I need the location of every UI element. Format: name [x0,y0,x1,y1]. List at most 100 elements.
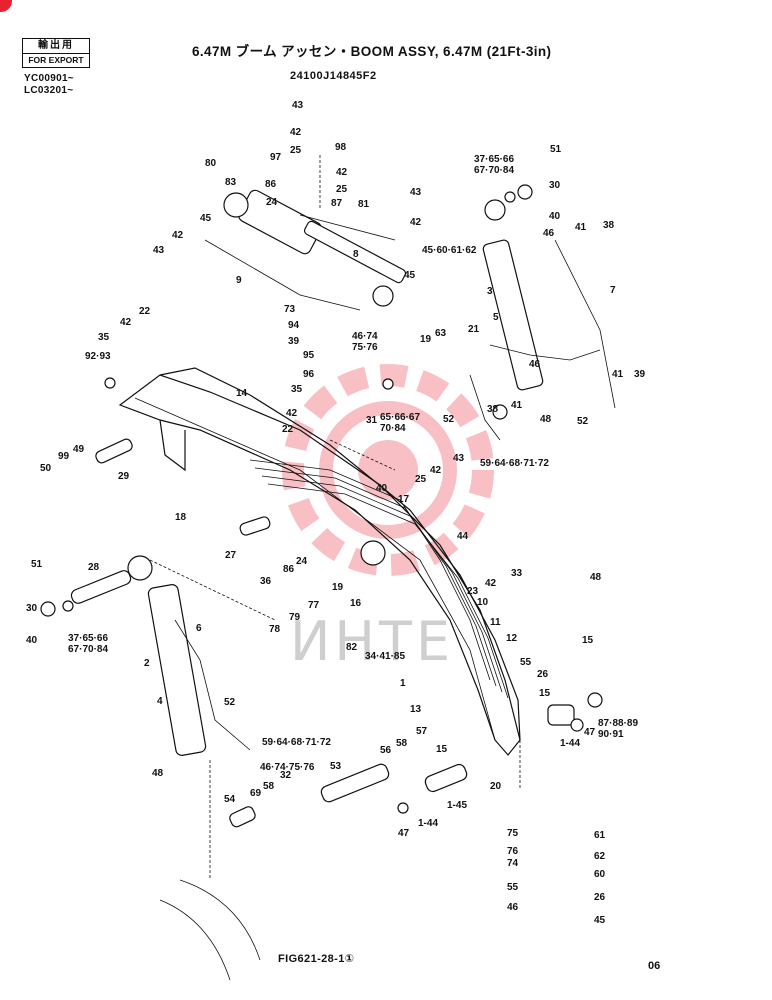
callout-label: 16 [350,598,362,609]
callout-label: 47 [584,727,596,738]
boom-cylinder-upper [204,189,407,311]
callout-label: 25 [290,145,302,156]
callout-label: 19 [332,582,344,593]
callout-label: 81 [358,199,370,210]
callout-label: 35 [291,384,303,395]
callout-label: 33 [511,568,523,579]
callout-label: 63 [435,328,447,339]
page-title: 6.47M ブーム アッセン・BOOM ASSY, 6.47M (21Ft-3i… [192,44,552,59]
pins [40,184,603,828]
callout-label: 30 [549,180,561,191]
callout-label: 70·84 [380,423,406,434]
callout-label: 5 [493,312,499,323]
callout-label: 51 [31,559,43,570]
callout-label: 35 [98,332,110,343]
callout-label: 77 [308,600,320,611]
callout-label: 62 [594,851,606,862]
assembly-part-number: 24100J14845F2 [290,70,377,82]
callout-label: 21 [468,324,480,335]
export-label-jp: 輸出用 [23,39,89,54]
callout-label: 32 [280,770,292,781]
callout-label: 4 [157,696,163,707]
callout-label: 10 [477,597,489,608]
callout-label: 1-45 [447,800,467,811]
figure-number: FIG621-28-1① [278,953,355,965]
callout-label: 41 [612,369,624,380]
arm-cylinder-right [469,199,616,441]
callout-label: 40 [549,211,561,222]
callout-label: 53 [330,761,342,772]
callout-label: 43 [153,245,165,256]
callout-label: 98 [335,142,347,153]
callout-label: 48 [152,768,164,779]
callout-label: 39 [634,369,646,380]
callout-label: 1-44 [560,738,580,749]
callout-label: 34·41·85 [365,651,405,662]
callout-label: 56 [380,745,392,756]
callout-label: 40 [376,483,388,494]
callout-label: 42 [172,230,184,241]
callout-label: 31 [366,415,378,426]
callout-label: 46 [507,902,519,913]
callout-label: 13 [410,704,422,715]
callout-label: 43 [410,187,422,198]
callout-label: 79 [289,612,301,623]
callout-label: 76 [507,846,519,857]
export-stamp: 輸出用 FOR EXPORT [22,38,90,68]
callout-label: 45·60·61·62 [422,245,477,256]
callout-label: 46·74·75·76 [260,762,315,773]
callout-label: 24 [296,556,308,567]
callout-label: 86 [283,564,295,575]
callout-label: 26 [594,892,606,903]
callout-label: 52 [224,697,236,708]
callout-label: 40 [26,635,38,646]
callout-label: 83 [225,177,237,188]
callout-label: 52 [577,416,589,427]
callout-label: 1 [400,678,406,689]
callout-label: 41 [511,400,523,411]
callout-label: 95 [303,350,315,361]
callout-label: 54 [224,794,236,805]
callout-label: 59·64·68·71·72 [480,458,549,469]
callout-label: 69 [250,788,262,799]
callout-label: 37·65·66 [474,154,514,165]
callout-label: 90·91 [598,729,624,740]
callout-label: 80 [205,158,217,169]
callout-label: 19 [420,334,432,345]
callout-label: 36 [260,576,272,587]
callout-label: 86 [265,179,277,190]
callout-label: 46 [543,228,555,239]
callout-label: 42 [336,167,348,178]
callout-label: 27 [225,550,237,561]
callout-label: 6 [196,623,202,634]
callout-label: 99 [58,451,70,462]
serial-range-1: YC00901~ [24,73,74,84]
callout-label: 45 [200,213,212,224]
callout-label: 14 [236,388,248,399]
callout-label: 23 [467,586,479,597]
callout-label: 42 [286,408,298,419]
callout-label: 45 [404,270,416,281]
callout-label: 2 [144,658,150,669]
callout-label: 11 [490,617,501,628]
callout-label: 22 [282,424,294,435]
callout-label: 7 [610,285,616,296]
callout-label: 30 [26,603,38,614]
callout-label: 24 [266,197,278,208]
callout-label: 41 [575,222,587,233]
callout-label: 61 [594,830,606,841]
callout-label: 55 [520,657,532,668]
callout-label: 28 [88,562,100,573]
callout-label: 46 [529,359,541,370]
callout-label: 26 [537,669,549,680]
callout-label: 74 [507,858,519,869]
callout-label: 17 [398,494,410,505]
callout-label: 25 [415,474,427,485]
boom-body [118,367,521,756]
callout-label: 42 [410,217,422,228]
boom-cylinder-left [127,555,251,756]
callout-label: 18 [175,512,187,523]
callout-label: 1-44 [418,818,438,829]
